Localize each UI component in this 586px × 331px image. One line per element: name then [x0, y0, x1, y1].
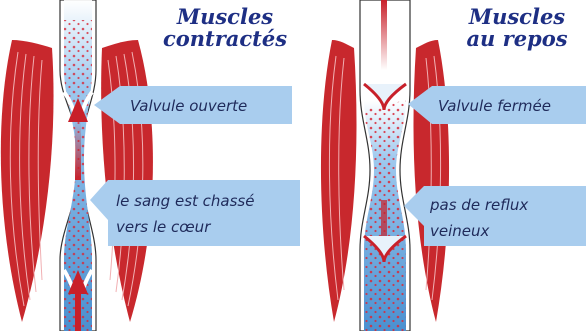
right-label-bottom-line1: pas de reflux [429, 196, 528, 214]
left-label-bottom [90, 180, 300, 246]
left-label-bottom-line1: le sang est chassé [116, 192, 254, 210]
right-muscle-right [413, 40, 449, 322]
right-label-top-text: Valvule fermée [438, 97, 551, 115]
left-muscle-left [1, 40, 54, 322]
left-label-bottom-line2: vers le cœur [116, 218, 211, 236]
right-muscle-left [321, 40, 357, 322]
right-vein [360, 0, 410, 331]
right-label-bottom-line2: veineux [430, 222, 490, 240]
left-label-top-text: Valvule ouverte [130, 97, 247, 115]
